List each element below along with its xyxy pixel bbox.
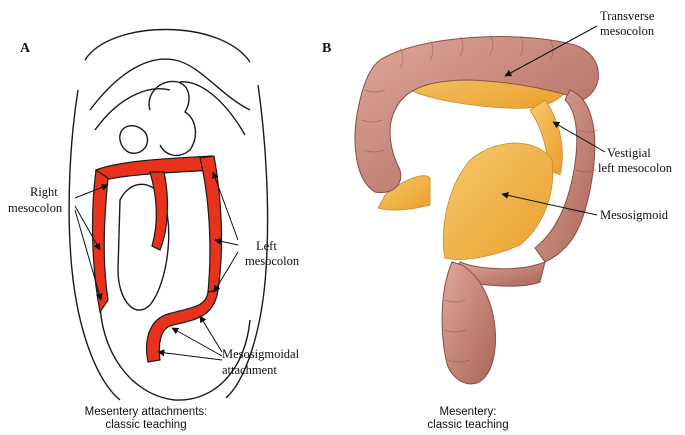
panel-a: A (8, 28, 300, 431)
label-mesosigmoidal-2: attachment (222, 363, 277, 377)
red-mesocolon-attachments (91, 155, 223, 363)
caption-b-2: classic teaching (427, 419, 508, 431)
panel-b-letter: B (322, 41, 331, 56)
label-right-mesocolon-1: Right (30, 185, 58, 199)
label-right-mesocolon-2: mesocolon (8, 201, 63, 215)
colon-haustra (361, 34, 599, 363)
panel-b: B Transverse me (322, 9, 673, 431)
panel-b-pointers (501, 25, 606, 216)
panel-a-pointers (74, 171, 239, 361)
label-transverse-mesocolon-1: Transverse (600, 9, 655, 23)
label-mesosigmoidal-1: Mesosigmoidal (222, 347, 300, 361)
panel-a-letter: A (20, 41, 31, 56)
label-left-mesocolon-2: mesocolon (245, 254, 300, 268)
mesentery-sheets (377, 60, 576, 260)
caption-a-2: classic teaching (105, 419, 186, 431)
label-mesosigmoid: Mesosigmoid (600, 208, 669, 222)
caption-a-1: Mesentery attachments: (85, 406, 208, 418)
label-vestigial-2: left mesocolon (598, 161, 673, 175)
label-left-mesocolon-1: Left (256, 239, 277, 253)
label-transverse-mesocolon-2: mesocolon (600, 24, 655, 38)
caption-b-1: Mesentery: (440, 406, 497, 418)
colon-illustration (354, 36, 599, 385)
label-vestigial-1: Vestigial (607, 146, 651, 160)
abdomen-line-drawing (68, 28, 269, 401)
